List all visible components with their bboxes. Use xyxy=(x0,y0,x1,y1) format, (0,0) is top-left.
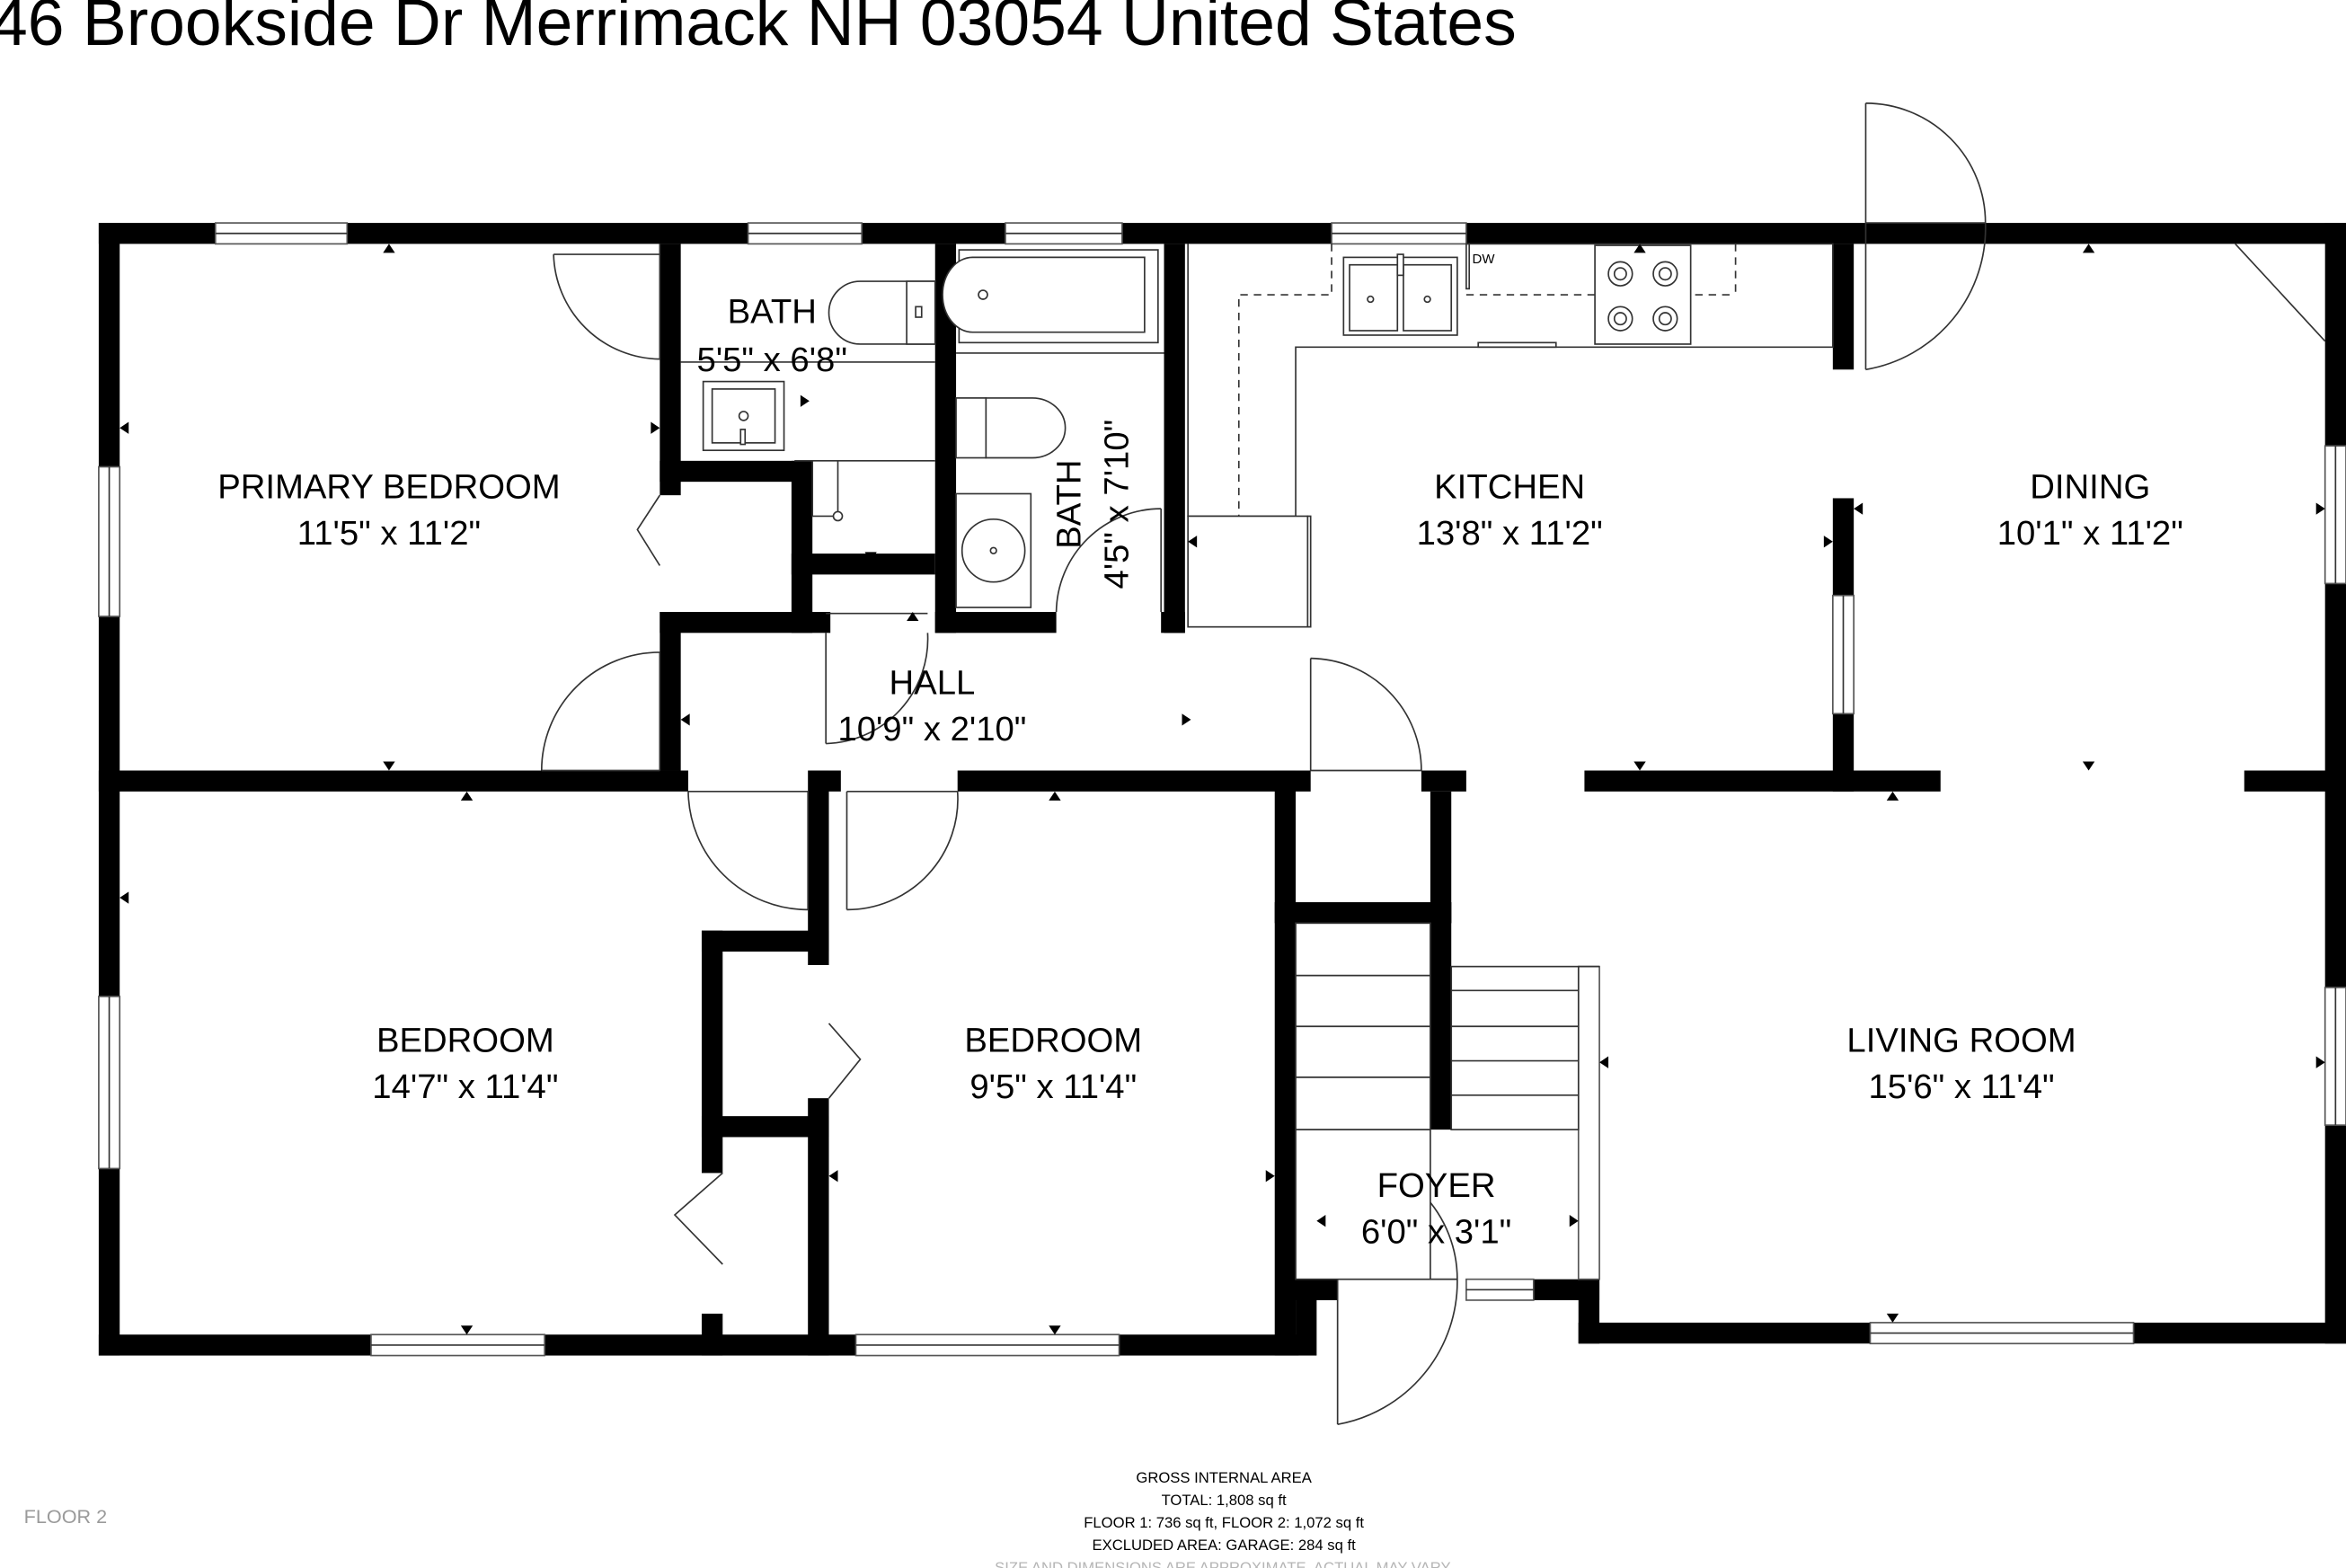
dishwasher-label: DW xyxy=(1473,252,1496,267)
room-dims-bath-1: 5'5" x 6'8" xyxy=(697,341,847,379)
room-name-kitchen: KITCHEN xyxy=(1434,467,1585,506)
window-icon xyxy=(1577,965,1600,1280)
room-name-primary-bedroom: PRIMARY BEDROOM xyxy=(217,467,560,506)
room-labels: PRIMARY BEDROOM 11'5" x 11'2" BATH 5'5" … xyxy=(217,293,2183,1252)
room-name-bedroom-1: BEDROOM xyxy=(376,1022,554,1060)
room-name-bath-2: BATH xyxy=(1049,459,1088,548)
area-total: TOTAL: 1,808 sq ft xyxy=(1162,1492,1287,1509)
area-excluded: EXCLUDED AREA: GARAGE: 284 sq ft xyxy=(1093,1537,1357,1554)
area-floors: FLOOR 1: 736 sq ft, FLOOR 2: 1,072 sq ft xyxy=(1084,1514,1364,1531)
stairs-icon xyxy=(1295,922,1600,1280)
room-dims-hall: 10'9" x 2'10" xyxy=(837,710,1026,749)
windows xyxy=(98,222,2346,1357)
sink-icon xyxy=(955,492,1032,608)
room-name-living-room: LIVING ROOM xyxy=(1846,1022,2076,1060)
sink-icon xyxy=(702,380,785,452)
room-dims-dining: 10'1" x 11'2" xyxy=(1997,514,2183,553)
dimension-ticks xyxy=(120,244,2325,1335)
room-name-foyer: FOYER xyxy=(1377,1166,1496,1205)
door-swing-icon xyxy=(1864,102,1987,371)
room-name-bath-1: BATH xyxy=(728,293,817,332)
address-title: 46 Brookside Dr Merrimack NH 03054 Unite… xyxy=(0,0,1517,59)
door-swing-icon xyxy=(845,790,959,911)
room-name-hall: HALL xyxy=(890,664,976,703)
room-dims-living-room: 15'6" x 11'4" xyxy=(1868,1067,2054,1106)
door-swing-icon xyxy=(553,244,661,360)
sink-icon xyxy=(1342,253,1458,336)
room-name-bedroom-2: BEDROOM xyxy=(964,1022,1142,1060)
toilet-icon xyxy=(955,397,1067,459)
kitchen-fixtures: DW xyxy=(1187,243,1834,628)
door-swing-icon xyxy=(540,651,661,772)
toilet-icon xyxy=(811,460,844,522)
walls xyxy=(98,223,2346,1356)
room-dims-primary-bedroom: 11'5" x 11'2" xyxy=(297,514,481,553)
bathtub-icon xyxy=(828,280,936,345)
door-swing-icon xyxy=(1309,657,1422,772)
floor-label: FLOOR 2 xyxy=(24,1505,108,1528)
room-dims-bedroom-1: 14'7" x 11'4" xyxy=(372,1067,558,1106)
bath-fixtures xyxy=(680,249,1164,608)
room-dims-bedroom-2: 9'5" x 11'4" xyxy=(969,1067,1137,1106)
door-swing-icon xyxy=(1055,508,1163,613)
room-dims-foyer: 6'0" x 3'1" xyxy=(1361,1213,1511,1252)
stove-icon xyxy=(1594,244,1692,345)
area-disclaimer: SIZE AND DIMENSIONS ARE APPROXIMATE, ACT… xyxy=(995,1559,1453,1568)
door-swing-icon xyxy=(687,790,810,911)
room-dims-kitchen: 13'8" x 11'2" xyxy=(1417,514,1603,553)
area-summary: GROSS INTERNAL AREA TOTAL: 1,808 sq ft F… xyxy=(995,1469,1453,1568)
door-swing-icon xyxy=(825,612,929,745)
room-name-dining: DINING xyxy=(2030,467,2150,506)
bathtub-icon xyxy=(942,249,1159,344)
area-heading: GROSS INTERNAL AREA xyxy=(1136,1469,1312,1486)
doors xyxy=(540,102,2326,1425)
room-dims-bath-2: 4'5" x 7'10" xyxy=(1098,420,1137,589)
